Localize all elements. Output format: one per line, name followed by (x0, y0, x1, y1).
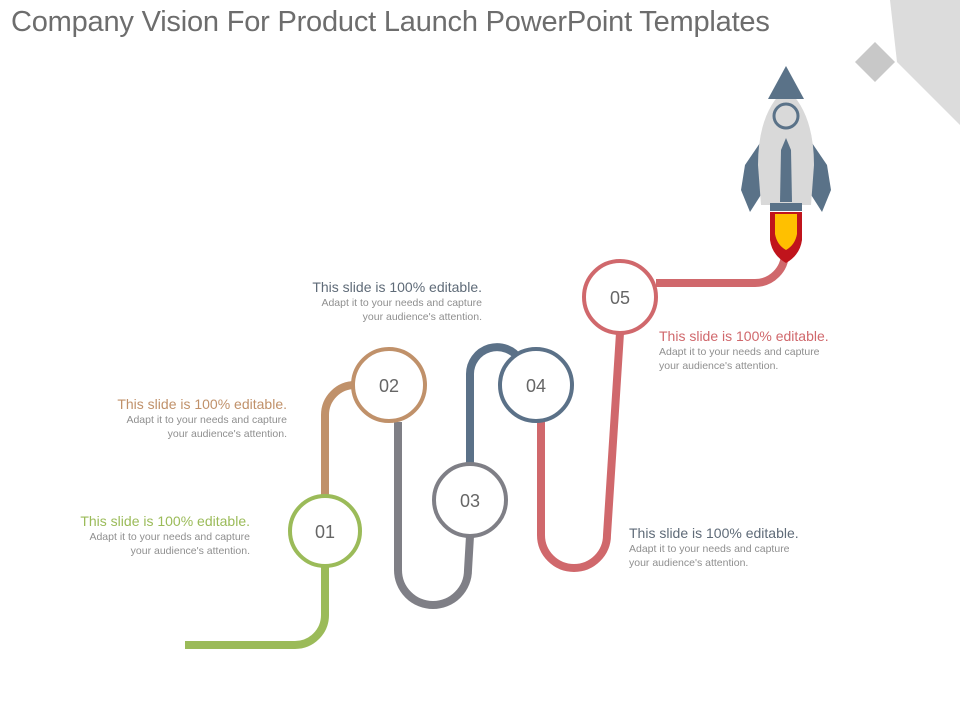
caption-body-line: Adapt it to your needs and capture (659, 346, 820, 358)
step-node-04: 04 (498, 347, 574, 423)
caption-body-line: your audience's attention. (659, 360, 779, 372)
step-caption-04: This slide is 100% editable. Adapt it to… (242, 278, 482, 324)
step-number: 03 (460, 491, 480, 511)
path-segment-01 (185, 566, 329, 649)
path-segment-04 (465, 343, 524, 465)
step-node-01: 01 (288, 494, 362, 568)
step-caption-02: This slide is 100% editable. Adapt it to… (47, 395, 287, 441)
caption-heading: This slide is 100% editable. (629, 525, 799, 541)
step-caption-03: This slide is 100% editable. Adapt it to… (629, 524, 869, 570)
caption-body-line: Adapt it to your needs and capture (321, 297, 482, 309)
path-segment-05 (537, 252, 789, 572)
caption-heading: This slide is 100% editable. (80, 513, 250, 529)
caption-body-line: Adapt it to your needs and capture (629, 543, 790, 555)
step-number: 04 (526, 376, 546, 396)
step-node-05: 05 (582, 259, 658, 335)
caption-heading: This slide is 100% editable. (312, 279, 482, 295)
caption-body-line: your audience's attention. (362, 311, 482, 323)
caption-body-line: your audience's attention. (629, 557, 749, 569)
caption-body-line: Adapt it to your needs and capture (89, 531, 250, 543)
caption-body-line: your audience's attention. (130, 545, 250, 557)
step-caption-01: This slide is 100% editable. Adapt it to… (10, 512, 250, 558)
page-title: Company Vision For Product Launch PowerP… (11, 6, 770, 38)
step-node-03: 03 (432, 462, 508, 538)
caption-body-line: your audience's attention. (167, 428, 287, 440)
path-segment-03 (394, 422, 474, 609)
step-number: 01 (315, 522, 335, 542)
caption-heading: This slide is 100% editable. (659, 328, 829, 344)
step-node-02: 02 (351, 347, 427, 423)
step-caption-05: This slide is 100% editable. Adapt it to… (659, 327, 899, 373)
diamond-decoration (855, 0, 960, 125)
step-number: 05 (610, 288, 630, 308)
rocket-icon (741, 66, 831, 263)
caption-body-line: Adapt it to your needs and capture (126, 414, 287, 426)
path-segment-02 (321, 381, 356, 495)
caption-heading: This slide is 100% editable. (117, 396, 287, 412)
step-number: 02 (379, 376, 399, 396)
